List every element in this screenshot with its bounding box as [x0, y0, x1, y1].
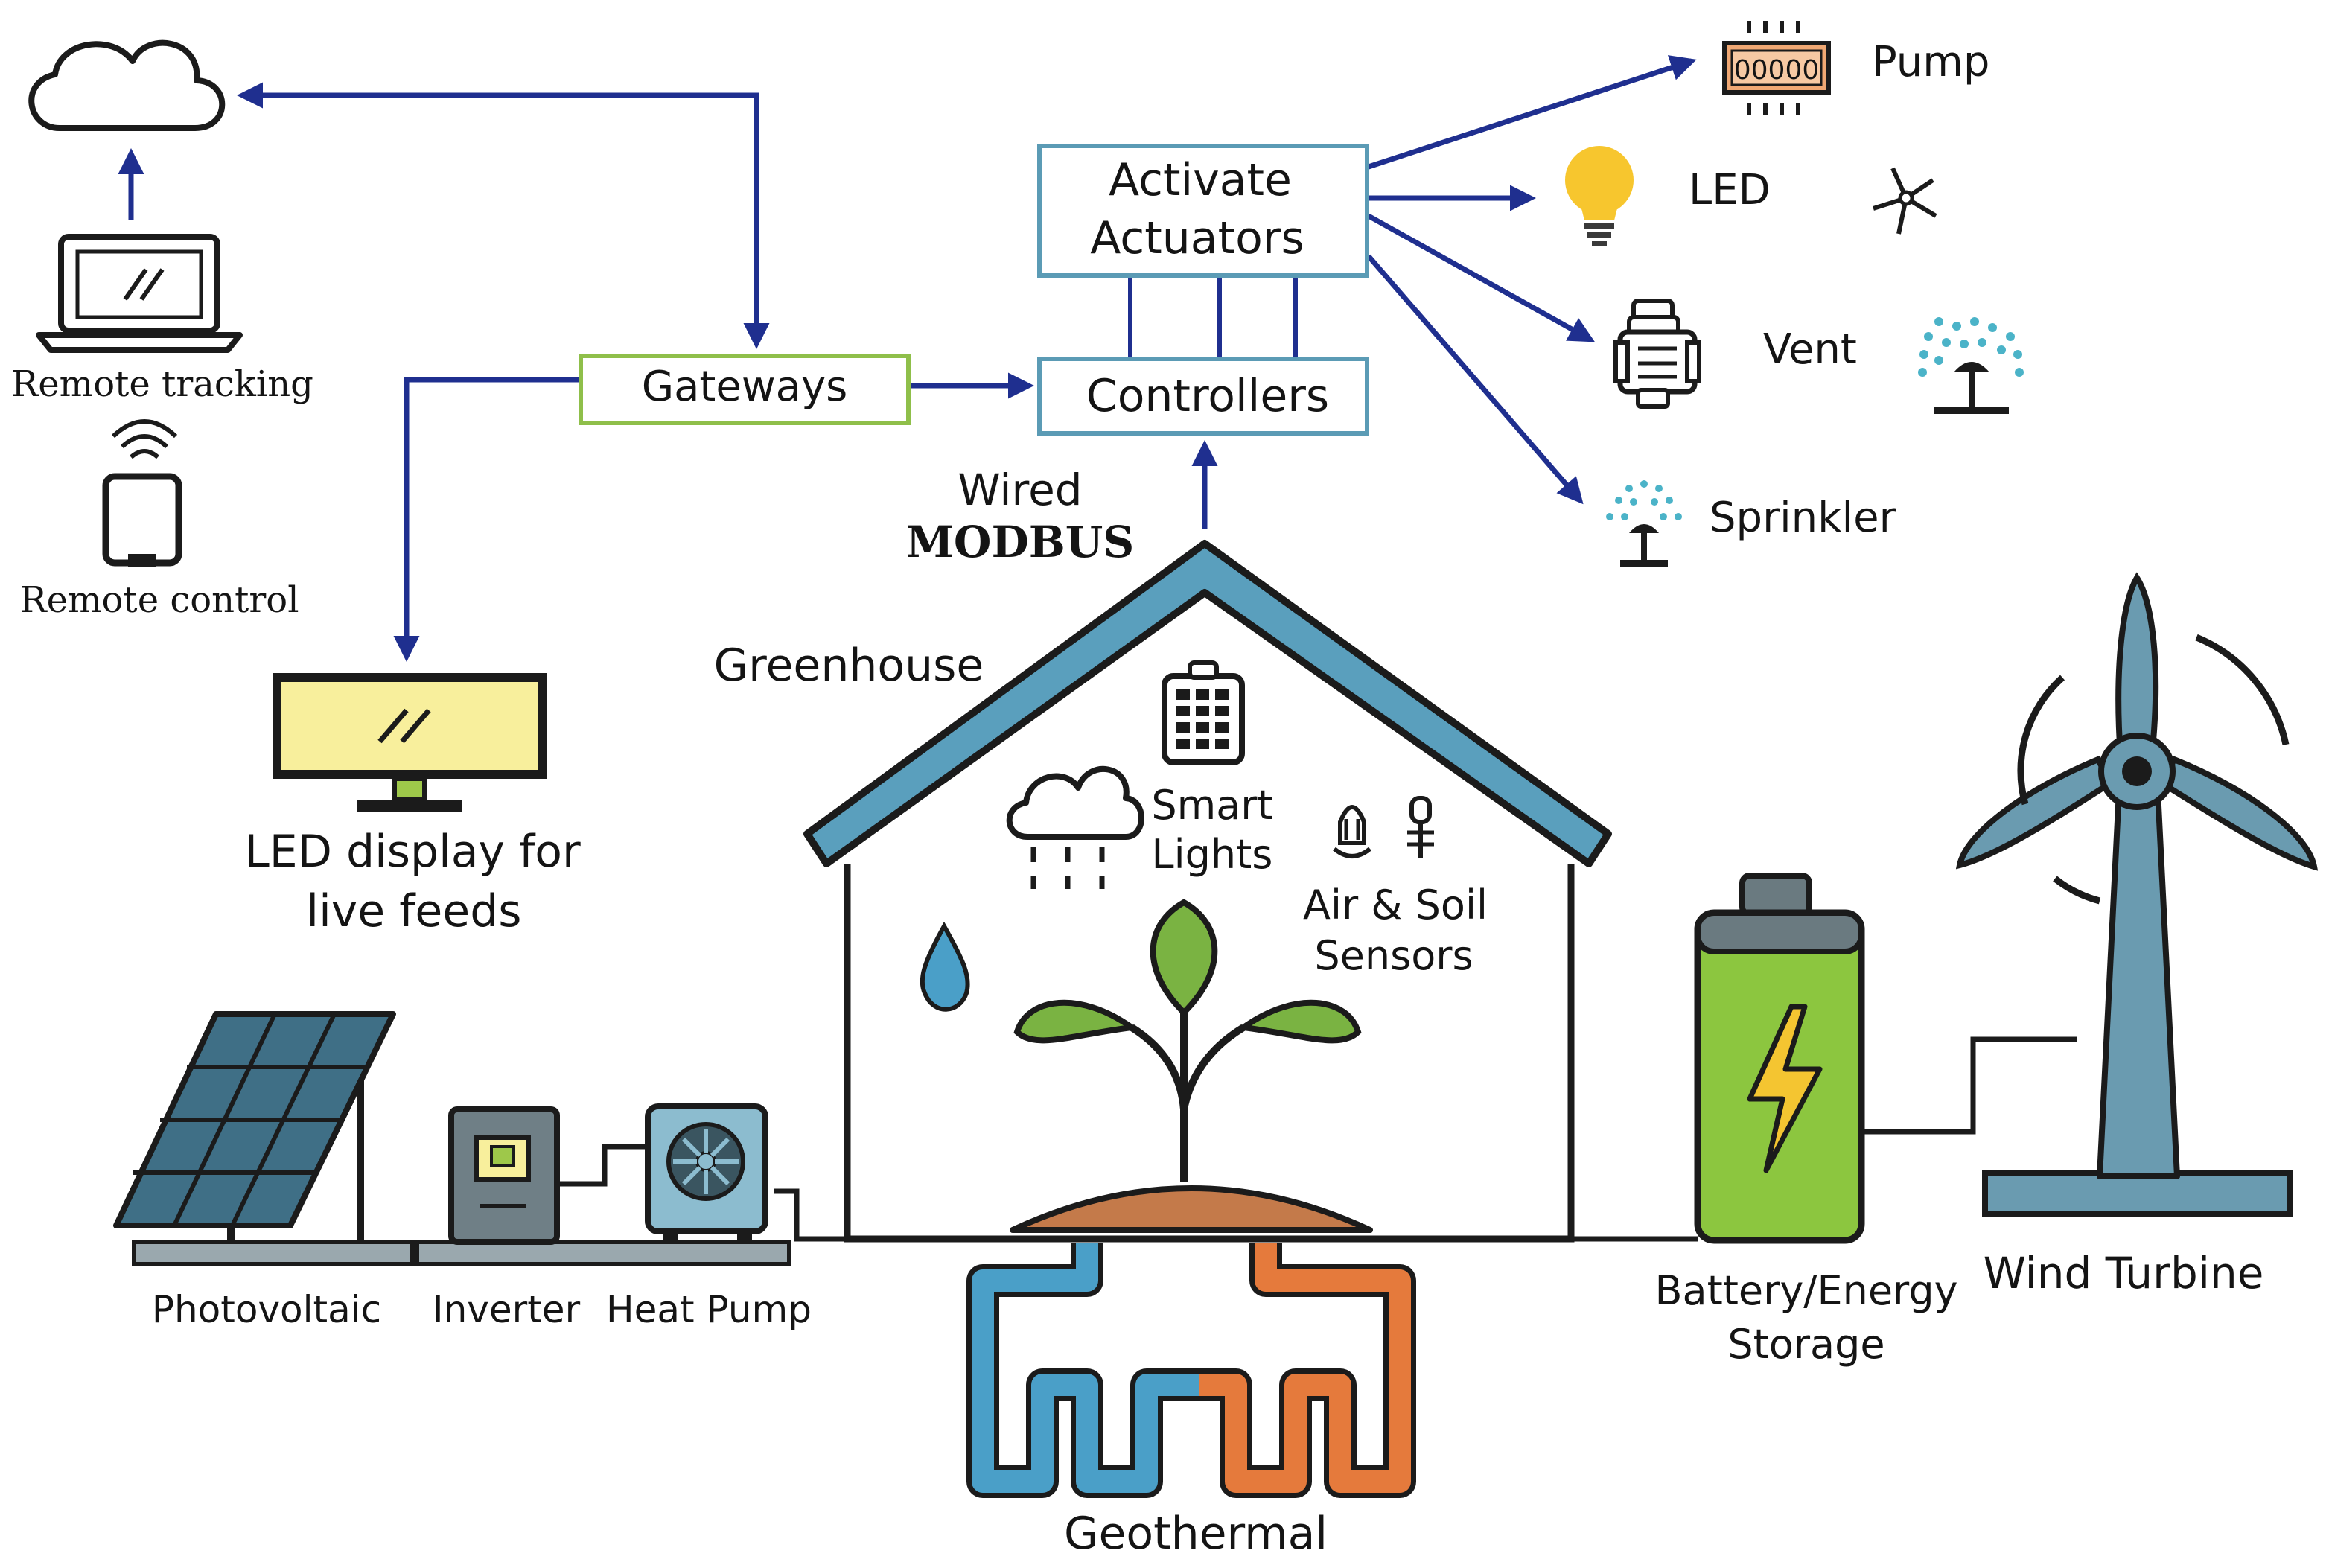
smart-lights-line2: Lights [1152, 831, 1273, 878]
led-display-line2: live feeds [306, 885, 521, 937]
heat-pump-label: Heat Pump [606, 1288, 812, 1331]
plant-icon [1010, 899, 1373, 1233]
rain-cloud-icon [1006, 765, 1144, 889]
arrow-gateways-to-display [393, 377, 579, 662]
inverter-icon [415, 1106, 791, 1266]
light-panel-icon [1162, 660, 1245, 765]
activate-actuators-line1: Activate [1109, 154, 1292, 206]
sprinkler-icon [1918, 317, 2024, 414]
battery-line2: Storage [1727, 1321, 1884, 1368]
photovoltaic-label: Photovoltaic [152, 1288, 381, 1331]
modbus-label: MODBUS [906, 517, 1135, 567]
connectors [118, 55, 1697, 662]
cloud-icon [28, 39, 226, 131]
wind-turbine-icon [1955, 572, 2319, 1217]
wire-pv-to-heatpump [551, 1144, 648, 1187]
led-display-line1: LED display for [244, 826, 581, 878]
remote-tracking-label: Remote tracking [11, 363, 313, 405]
heat-pump-icon [645, 1103, 768, 1242]
remote-control-label: Remote control [19, 579, 299, 621]
controllers-label: Controllers [1086, 370, 1329, 422]
sprinkler-small-icon [1606, 480, 1682, 567]
sensor-icon [1333, 796, 1434, 858]
solar-panel-icon [113, 1011, 415, 1266]
wire-battery-to-turbine [1861, 1036, 2077, 1135]
wired-label: Wired [958, 465, 1082, 515]
arrow-to-vent [1367, 213, 1596, 342]
fan-icon [1873, 167, 1937, 235]
arrow-cloud-gateway [237, 82, 770, 349]
battery-icon [1694, 873, 1865, 1244]
geothermal-loop [966, 1243, 1416, 1498]
pump-label: Pump [1872, 38, 1989, 86]
arrow-to-pump [1367, 55, 1697, 170]
laptop-icon [36, 234, 243, 353]
controllers-node: Controllers [1037, 357, 1369, 436]
greenhouse-label: Greenhouse [714, 640, 984, 692]
pump-display: 00000 [1734, 55, 1820, 86]
vent-label: Vent [1763, 325, 1857, 374]
inverter-label: Inverter [433, 1288, 581, 1331]
monitor-icon [273, 673, 547, 812]
phone-icon [102, 419, 182, 567]
geothermal-label: Geothermal [1064, 1508, 1328, 1560]
sprinkler-label: Sprinkler [1710, 494, 1897, 542]
bulb-icon [1565, 146, 1634, 246]
valve-icon [1613, 299, 1701, 409]
activate-actuators-line2: Actuators [1090, 212, 1304, 264]
gateways-label: Gateways [642, 363, 848, 411]
sensors-line2: Sensors [1314, 932, 1473, 979]
battery-line1: Battery/Energy [1654, 1267, 1957, 1314]
arrow-to-sprinkler [1366, 254, 1584, 505]
pump-icon: 00000 [1722, 21, 1831, 115]
activate-actuators-node: Activate Actuators [1037, 144, 1369, 278]
wire-heatpump-to-ground [774, 1188, 1698, 1242]
sensors-line1: Air & Soil [1303, 882, 1488, 928]
gateways-node: Gateways [579, 354, 911, 425]
wind-turbine-label: Wind Turbine [1984, 1248, 2264, 1298]
droplet-icon [920, 921, 970, 1012]
led-label: LED [1689, 166, 1771, 214]
greenhouse-roof [803, 540, 1612, 867]
smart-lights-line1: Smart [1151, 782, 1272, 829]
